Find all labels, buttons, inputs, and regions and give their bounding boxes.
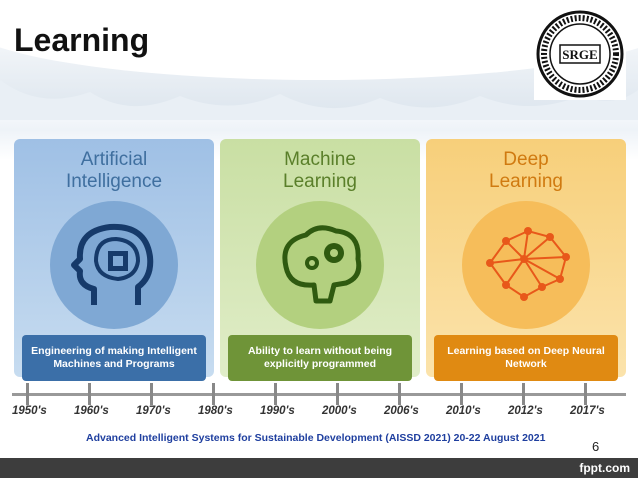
timeline: 1950's 1960's 1970's 1980's 1990's 2000'… [12,383,626,425]
brain-gears-icon [282,225,362,304]
timeline-tick [336,383,339,405]
column-artificial-intelligence: Artificial Intelligence Engineering of m… [14,139,214,381]
timeline-line [12,393,626,396]
column-machine-learning: Machine Learning Ability to learn withou… [220,139,420,381]
description-machine-learning: Ability to learn without being explicitl… [228,335,412,381]
timeline-tick [460,383,463,405]
neural-network-brain-icon [486,227,570,301]
timeline-tick [398,383,401,405]
timeline-year: 2012's [508,405,543,417]
cloud-banner [0,0,638,120]
timeline-year: 1960's [74,405,109,417]
column-deep-learning: Deep Learning Learning ba [426,139,626,381]
timeline-tick [274,383,277,405]
timeline-year: 2000's [322,405,357,417]
logo-text: SRGE [562,47,597,62]
timeline-year: 1950's [12,405,47,417]
timeline-year: 2017's [570,405,605,417]
ai-circle [50,201,178,329]
heading-line-2: Learning [489,171,563,192]
timeline-tick [212,383,215,405]
timeline-year: 1970's [136,405,171,417]
ai-ml-dl-diagram: Artificial Intelligence Engineering of m… [12,135,626,425]
timeline-tick [88,383,91,405]
timeline-tick [584,383,587,405]
timeline-year: 1980's [198,405,233,417]
timeline-year: 1990's [260,405,295,417]
srge-logo: SRGE [534,8,626,100]
page-number: 6 [592,439,600,454]
description-artificial-intelligence: Engineering of making Intelligent Machin… [22,335,206,381]
heading-artificial-intelligence: Artificial Intelligence [14,149,214,193]
heading-line-1: Deep [503,149,549,170]
timeline-tick [150,383,153,405]
slide-title: Learning [14,22,150,58]
heading-line-2: Intelligence [65,171,163,192]
dl-circle [462,201,590,329]
ml-circle [256,201,384,329]
timeline-year: 2010's [446,405,481,417]
heading-deep-learning: Deep Learning [426,149,626,193]
description-deep-learning: Learning based on Deep Neural Network [434,335,618,381]
heading-machine-learning: Machine Learning [220,149,420,193]
heading-line-1: Artificial [80,149,148,170]
head-chip-icon [71,223,154,305]
bottom-bar: fppt.com [0,458,638,478]
timeline-year: 2006's [384,405,419,417]
footer-conference: Advanced Intelligent Systems for Sustain… [86,432,546,444]
timeline-tick [522,383,525,405]
timeline-tick [26,383,29,405]
heading-line-2: Learning [283,171,357,192]
heading-line-1: Machine [284,149,356,170]
brand-fppt: fppt.com [579,461,630,475]
